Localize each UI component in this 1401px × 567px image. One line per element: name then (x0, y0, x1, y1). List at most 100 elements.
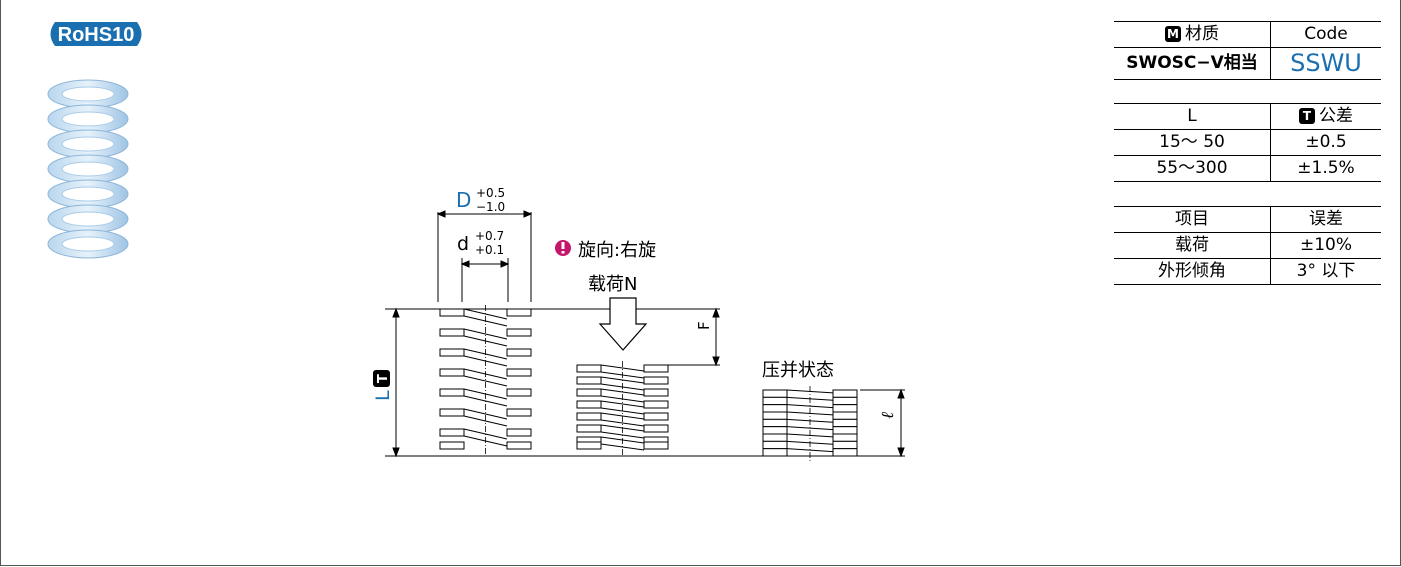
free-length-badge-text: T (376, 374, 391, 383)
coil-section (439, 408, 465, 417)
coil-section (762, 440, 788, 450)
coil-section (439, 441, 465, 450)
spring-coil-inner (61, 136, 115, 152)
coil-section (506, 388, 532, 397)
coil-line (786, 426, 834, 431)
coil-section (832, 426, 858, 435)
coil-section (762, 426, 788, 435)
coil-line (786, 448, 834, 453)
coil-section (643, 424, 669, 433)
coil-section (832, 411, 858, 420)
spring-coil-inner (61, 161, 115, 177)
coil-line (463, 375, 508, 387)
spring-coil-inner (61, 186, 115, 202)
outer-diameter-tol-lower: −1.0 (476, 200, 505, 214)
coil-line (786, 404, 834, 409)
coil-section (832, 389, 858, 398)
coil-section (832, 404, 858, 413)
table-row: 外形倾角 (1114, 258, 1271, 285)
table-row: 55～300 (1114, 155, 1271, 182)
coil-section (832, 433, 858, 442)
spring-solid-state (762, 386, 858, 462)
spring-photo (47, 79, 129, 259)
coil-section (762, 418, 788, 428)
coil-section (832, 418, 858, 428)
tolerance-badge: T (1299, 108, 1315, 124)
rohs-badge-text: RoHS10 (58, 24, 135, 46)
coil-section (643, 441, 669, 450)
coil-line (463, 328, 508, 340)
warning-icon (555, 240, 571, 256)
coil-section (439, 368, 465, 377)
wire-diameter-label: d (457, 233, 469, 255)
wire-diameter-tol-lower: +0.1 (475, 243, 504, 257)
spring-coil-inner (61, 236, 115, 252)
deflection-label: F (695, 321, 713, 330)
load-label: 载荷N (588, 274, 637, 295)
coil-section (576, 364, 602, 373)
coil-section (643, 376, 669, 385)
coil-section (439, 328, 465, 337)
coil-section (439, 428, 465, 437)
solid-state-label: 压并状态 (762, 360, 834, 381)
coil-section (506, 428, 532, 437)
code-value: SSWU (1270, 47, 1381, 80)
item-header: 项目 (1114, 206, 1271, 233)
rohs-badge: RoHS10 (50, 22, 142, 46)
wire-diameter-tol-upper: +0.7 (475, 229, 504, 243)
coil-section (576, 400, 602, 409)
code-header: Code (1270, 21, 1381, 48)
coil-section (643, 400, 669, 409)
coil-section (576, 388, 602, 397)
coil-section (762, 396, 788, 406)
coil-section (762, 433, 788, 442)
coil-section (643, 364, 669, 373)
coil-section (439, 388, 465, 397)
outer-diameter-label: D (456, 188, 471, 212)
spring-coil-inner (61, 86, 115, 102)
coil-section (762, 389, 788, 398)
coil-section (439, 348, 465, 357)
coil-section (576, 412, 602, 421)
coil-section (832, 440, 858, 450)
coil-section (506, 348, 532, 357)
coil-line (600, 364, 645, 372)
table-row: 载荷 (1114, 232, 1271, 259)
coil-section (762, 448, 788, 457)
coil-line (600, 419, 645, 427)
free-length-label: L (372, 390, 394, 401)
coil-section (762, 404, 788, 413)
coil-section (506, 308, 532, 317)
coil-line (600, 400, 645, 408)
error-table: 项目 误差 载荷 ±10% 外形倾角 3° 以下 (1114, 206, 1381, 285)
spring-free-state (439, 305, 532, 455)
outer-diameter-tol-upper: +0.5 (476, 186, 505, 200)
solid-length-label: ℓ (878, 412, 898, 419)
spring-coil-inner (61, 211, 115, 227)
spring-loaded-state (576, 361, 669, 455)
coil-section (506, 368, 532, 377)
error-header: 误差 (1270, 206, 1381, 233)
coil-section (506, 328, 532, 337)
coil-section (439, 308, 465, 317)
free-length-badge (373, 370, 390, 387)
coil-section (506, 408, 532, 417)
coil-section (832, 396, 858, 406)
material-badge: M (1165, 26, 1181, 42)
coil-line (463, 408, 508, 420)
coil-section (576, 376, 602, 385)
coil-section (643, 412, 669, 421)
table-row: 15～ 50 (1114, 129, 1271, 156)
coil-section (643, 388, 669, 397)
free-length-label-group: L T (372, 370, 394, 401)
coil-section (762, 411, 788, 420)
material-value: SWOSC−V相当 (1114, 47, 1271, 80)
coil-section (506, 441, 532, 450)
coil-section (832, 448, 858, 457)
coil-section (576, 441, 602, 450)
